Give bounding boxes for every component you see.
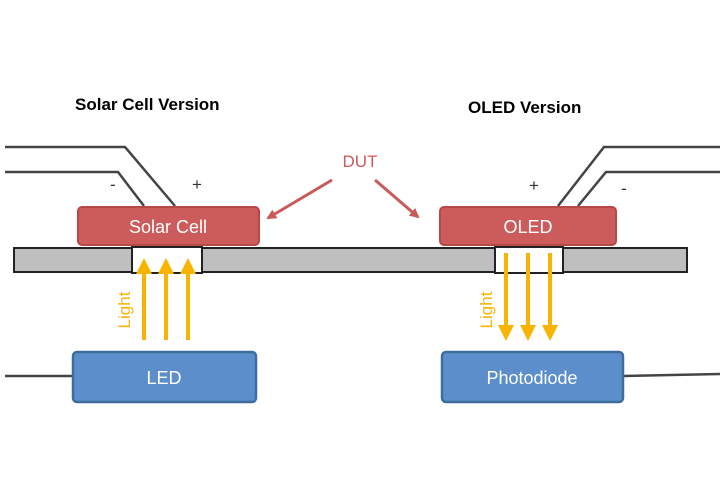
solar-light-arrow-3 (180, 258, 196, 340)
oled-plus-wire (557, 145, 720, 207)
solar-cell-label: Solar Cell (129, 217, 207, 237)
solar-light-arrow-1 (136, 258, 152, 340)
oled-device: OLED (439, 206, 617, 246)
solar-light-arrow-2 (158, 258, 174, 340)
oled-light-arrow-2-head (520, 325, 536, 341)
solar-light-arrow-1-head (136, 258, 152, 274)
oled-light-arrow-1 (498, 253, 514, 341)
oled-minus-wire (577, 170, 720, 207)
oled-light-arrow-3 (542, 253, 558, 341)
solar-light-arrows (136, 258, 196, 340)
solar-light-arrow-2-head (158, 258, 174, 274)
oled-plus-sign: + (529, 176, 539, 195)
solar-light-label: Light (115, 291, 134, 328)
oled-version-heading: OLED Version (468, 98, 581, 117)
oled-light-arrow-2 (520, 253, 536, 341)
solar-cell-version-heading: Solar Cell Version (75, 95, 220, 114)
photodiode-wire (622, 372, 720, 378)
oled-light-arrow-1-head (498, 325, 514, 341)
led-box: LED (71, 350, 258, 404)
solar-plus-sign: + (192, 175, 202, 194)
dut-arrow-to-oled (374, 178, 420, 219)
solar-light-arrow-3-head (180, 258, 196, 274)
solar-minus-wire (5, 170, 145, 207)
oled-light-arrow-3-head (542, 325, 558, 341)
solar-cell-device: Solar Cell (77, 206, 260, 246)
dut-label: DUT (343, 152, 378, 171)
led-label: LED (146, 368, 181, 388)
oled-minus-sign: - (621, 179, 627, 198)
oled-light-arrows (498, 253, 558, 341)
oled-light-label: Light (477, 291, 496, 328)
oled-label: OLED (503, 217, 552, 237)
solar-cell-wires (5, 145, 176, 207)
solar-plus-wire (5, 145, 176, 207)
dut-arrow-to-solar-cell (266, 178, 333, 220)
oled-wires (557, 145, 720, 207)
solar-minus-sign: - (110, 175, 116, 194)
photodiode-box: Photodiode (440, 350, 625, 404)
photodiode-label: Photodiode (486, 368, 577, 388)
substrate-bar (13, 246, 688, 274)
